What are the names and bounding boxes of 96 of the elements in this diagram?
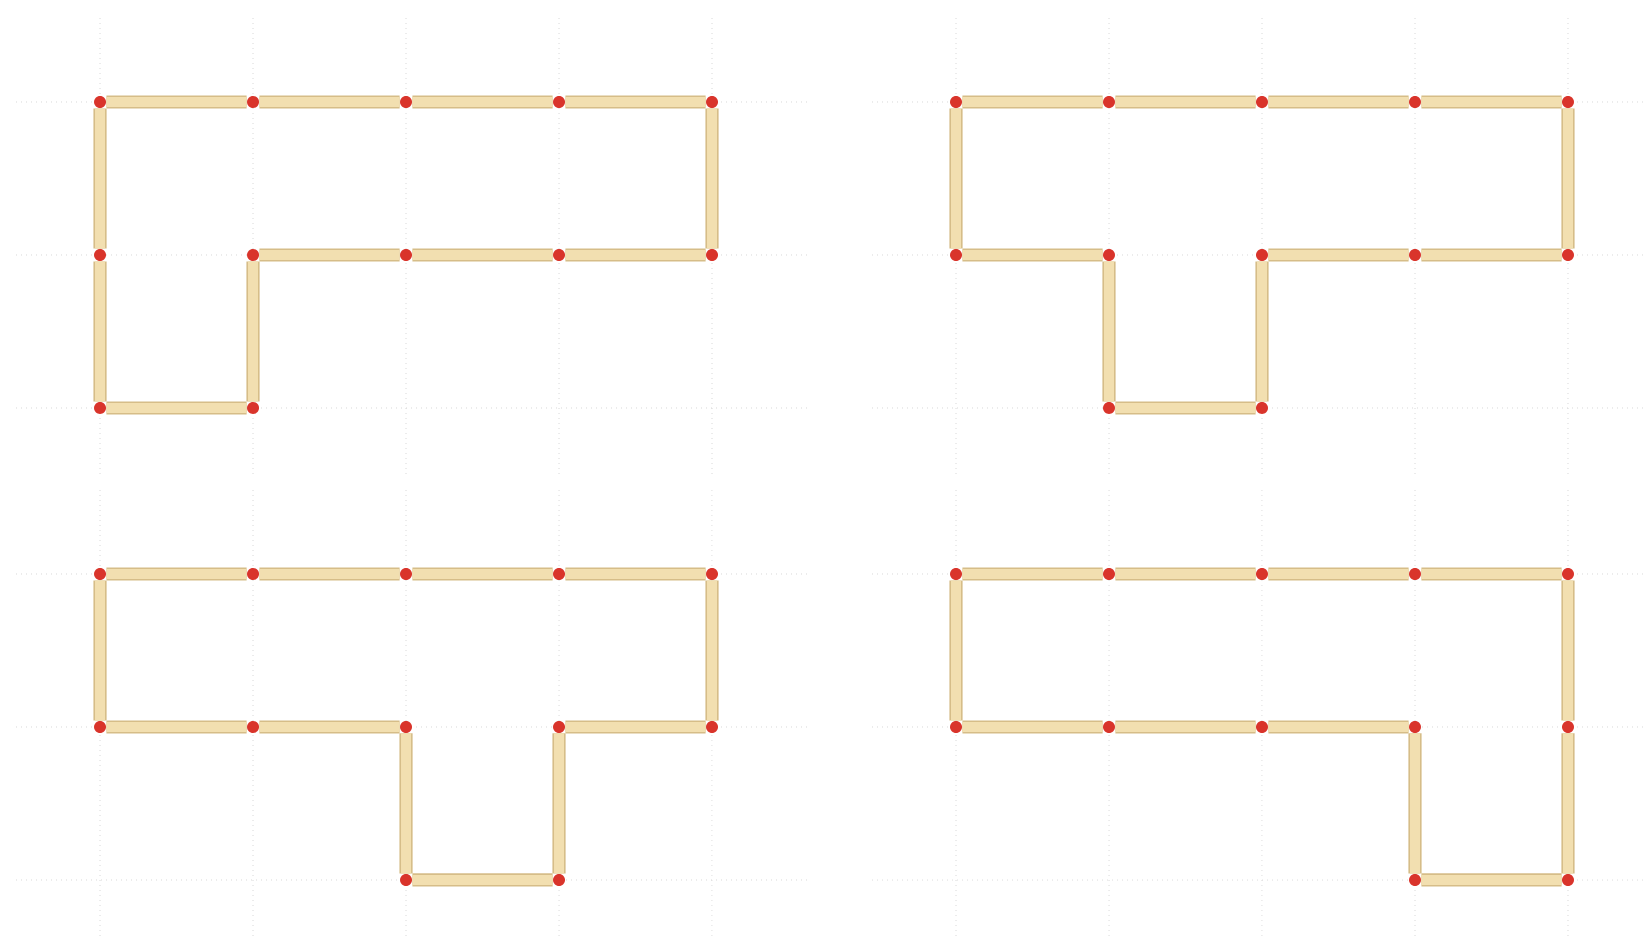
match-head xyxy=(247,720,259,733)
matchstick xyxy=(259,567,400,581)
matchstick xyxy=(565,248,706,262)
match-head xyxy=(553,96,565,108)
matchstick xyxy=(259,720,400,734)
matchstick xyxy=(106,401,247,415)
matchstick xyxy=(259,248,400,262)
match-head xyxy=(247,401,259,414)
match-head xyxy=(950,96,962,108)
match-head xyxy=(247,96,259,108)
match-head xyxy=(400,873,412,886)
match-head xyxy=(247,249,259,261)
match-head xyxy=(94,401,106,414)
match-head xyxy=(553,873,565,886)
matchstick xyxy=(705,108,719,249)
match-head xyxy=(1256,567,1268,580)
matchstick xyxy=(1115,401,1256,415)
matchstick xyxy=(1115,95,1256,109)
match-head xyxy=(706,720,718,733)
matchstick xyxy=(1561,580,1575,721)
match-head xyxy=(1256,249,1268,261)
match-head xyxy=(1409,249,1421,261)
matchstick xyxy=(412,873,553,887)
matchstick xyxy=(93,580,107,721)
matchstick xyxy=(1561,733,1575,874)
matchstick xyxy=(1268,95,1409,109)
matchstick xyxy=(1102,261,1116,402)
matchstick xyxy=(412,95,553,109)
match-head xyxy=(706,249,718,261)
matchstick xyxy=(962,95,1103,109)
match-head xyxy=(94,720,106,733)
match-head xyxy=(1562,96,1574,108)
match-head xyxy=(1409,96,1421,108)
matchstick xyxy=(1115,567,1256,581)
match-head xyxy=(1103,249,1115,261)
matchstick xyxy=(412,567,553,581)
matchstick xyxy=(1421,95,1562,109)
matchstick xyxy=(1268,567,1409,581)
matchstick xyxy=(962,567,1103,581)
matchstick xyxy=(1115,720,1256,734)
match-head xyxy=(1256,720,1268,733)
match-head xyxy=(1103,567,1115,580)
match-head xyxy=(950,249,962,261)
match-head xyxy=(950,567,962,580)
matchstick xyxy=(1255,261,1269,402)
matchstick xyxy=(565,567,706,581)
matchstick xyxy=(962,248,1103,262)
match-head xyxy=(247,567,259,580)
match-head xyxy=(94,567,106,580)
matchstick xyxy=(412,248,553,262)
matchstick xyxy=(552,733,566,874)
matchstick xyxy=(565,720,706,734)
matchstick xyxy=(106,567,247,581)
match-head xyxy=(1562,720,1574,733)
matchstick xyxy=(1421,873,1562,887)
match-head xyxy=(553,249,565,261)
match-head xyxy=(1103,96,1115,108)
match-head xyxy=(1256,401,1268,414)
matchstick xyxy=(1408,733,1422,874)
match-head xyxy=(94,249,106,261)
matchstick xyxy=(1268,720,1409,734)
match-head xyxy=(400,720,412,733)
match-head xyxy=(400,96,412,108)
matchstick xyxy=(106,95,247,109)
matchstick xyxy=(106,720,247,734)
match-head xyxy=(553,567,565,580)
match-head xyxy=(706,567,718,580)
matchstick xyxy=(1421,248,1562,262)
matchstick xyxy=(246,261,260,402)
match-head xyxy=(1103,401,1115,414)
match-head xyxy=(1409,873,1421,886)
matchstick xyxy=(259,95,400,109)
match-head xyxy=(1562,249,1574,261)
matchstick xyxy=(1268,248,1409,262)
matchstick xyxy=(93,261,107,402)
matchstick xyxy=(93,108,107,249)
match-head xyxy=(400,249,412,261)
match-head xyxy=(1103,720,1115,733)
matchstick xyxy=(962,720,1103,734)
matchstick xyxy=(399,733,413,874)
match-head xyxy=(553,720,565,733)
matchstick xyxy=(949,580,963,721)
matchstick xyxy=(949,108,963,249)
match-head xyxy=(94,96,106,108)
match-head xyxy=(706,96,718,108)
matchstick xyxy=(1421,567,1562,581)
match-head xyxy=(400,567,412,580)
matchstick xyxy=(565,95,706,109)
match-head xyxy=(1256,96,1268,108)
matchstick xyxy=(1561,108,1575,249)
match-head xyxy=(950,720,962,733)
matchstick xyxy=(705,580,719,721)
match-head xyxy=(1409,720,1421,733)
match-head xyxy=(1562,567,1574,580)
match-head xyxy=(1562,873,1574,886)
match-head xyxy=(1409,567,1421,580)
